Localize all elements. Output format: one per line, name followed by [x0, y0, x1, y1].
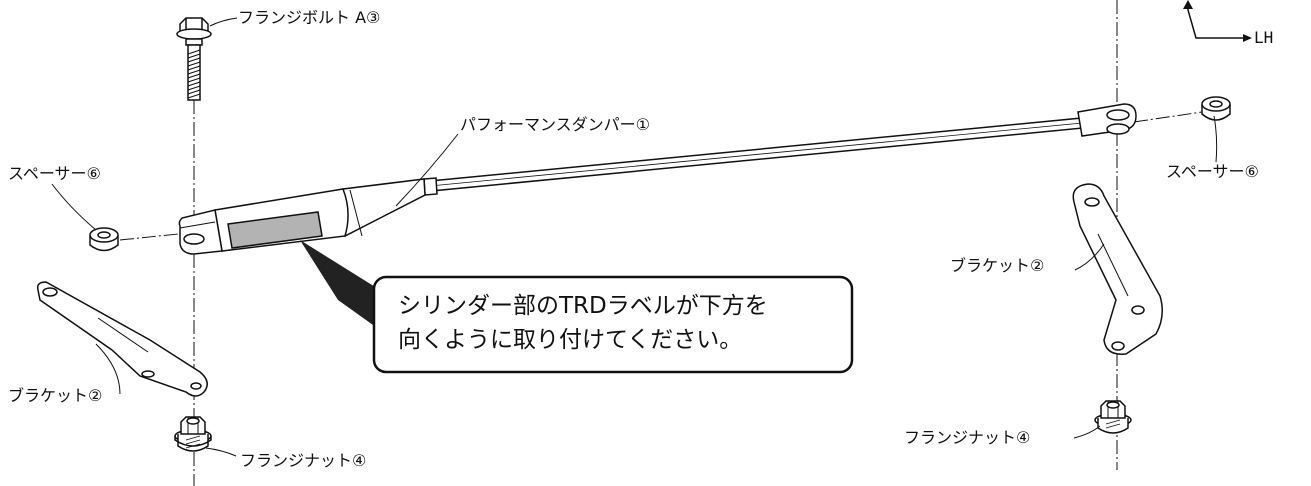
callout-line-2: 向くように取り付けてください。	[398, 327, 743, 353]
leader-spacer-left	[51, 183, 97, 231]
left-spacer-line	[119, 232, 189, 241]
label-bracket-left: ブラケット②	[8, 386, 103, 405]
flange-nut-right	[1094, 400, 1132, 434]
performance-damper	[178, 103, 1137, 255]
bracket-left	[36, 281, 208, 397]
spacer-left	[89, 227, 119, 252]
callout-box	[372, 275, 854, 374]
callout	[300, 240, 854, 374]
leader-spacer-right	[1213, 115, 1218, 163]
leader-nut-left	[205, 447, 237, 457]
label-spacer-right: スペーサー⑥	[1166, 162, 1259, 181]
leader-bracket-left	[95, 343, 121, 395]
leader-lines	[51, 17, 1218, 457]
flange-bolt	[176, 17, 212, 101]
callout-pointer	[300, 240, 380, 330]
label-flange-nut-right: フランジナット④	[904, 428, 1031, 447]
label-bracket-right: ブラケット②	[950, 256, 1045, 275]
direction-indicator	[1183, 0, 1252, 42]
leader-nut-right	[1073, 425, 1101, 439]
leader-damper	[395, 133, 459, 207]
callout-text: シリンダー部のTRDラベルが下方を 向くように取り付けてください。	[398, 289, 838, 357]
spacer-right	[1201, 96, 1231, 121]
callout-line-1: シリンダー部のTRDラベルが下方を	[398, 293, 768, 319]
trd-label-patch	[227, 211, 323, 249]
label-flange-bolt: フランジボルト A③	[238, 8, 381, 27]
flange-nut-left	[174, 416, 212, 452]
label-spacer-left: スペーサー⑥	[8, 164, 101, 183]
leader-bracket-right	[1074, 243, 1105, 271]
label-damper: パフォーマンスダンパー①	[460, 115, 651, 134]
label-flange-nut-left: フランジナット④	[240, 451, 367, 470]
bracket-right	[1072, 183, 1163, 355]
right-spacer-line	[1133, 111, 1203, 123]
label-direction-lh: LH	[1254, 28, 1274, 47]
leader-flange-bolt	[209, 17, 238, 27]
